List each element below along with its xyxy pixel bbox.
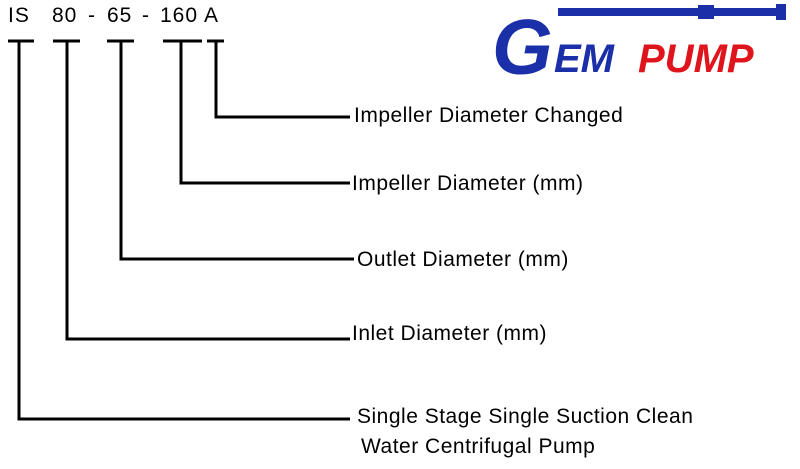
code-separator: -	[142, 4, 150, 27]
label-inlet-diameter: Inlet Diameter (mm)	[352, 322, 548, 345]
logo-letters-pump: PUMP	[638, 37, 754, 81]
logo-pipe-cap	[776, 4, 786, 20]
code-separator: -	[88, 4, 96, 27]
logo-pipe-flange	[698, 5, 714, 19]
leader-inlet-diameter	[65, 41, 350, 341]
label-outlet-diameter: Outlet Diameter (mm)	[357, 248, 569, 271]
code-outlet: 65	[107, 4, 133, 27]
gempump-logo: G EM PUMP	[492, 3, 786, 85]
code-prefix: IS	[8, 4, 30, 27]
label-impeller-diameter: Impeller Diameter (mm)	[352, 172, 584, 195]
logo-letter-g: G	[492, 3, 553, 85]
leader-impeller-changed	[214, 41, 350, 119]
label-impeller-diameter-changed: Impeller Diameter Changed	[354, 104, 624, 127]
code-suffix: A	[204, 4, 220, 27]
code-inlet: 80	[52, 4, 78, 27]
label-pump-type-line2: Water Centrifugal Pump	[361, 435, 596, 458]
leader-impeller-diameter	[179, 41, 350, 185]
leader-outlet-diameter	[119, 41, 354, 261]
logo-pipe	[558, 8, 783, 16]
leader-pump-type	[17, 41, 350, 421]
code-impeller: 160	[160, 4, 199, 27]
logo-letters-em: EM	[554, 37, 616, 81]
label-pump-type-line1: Single Stage Single Suction Clean	[357, 405, 694, 428]
